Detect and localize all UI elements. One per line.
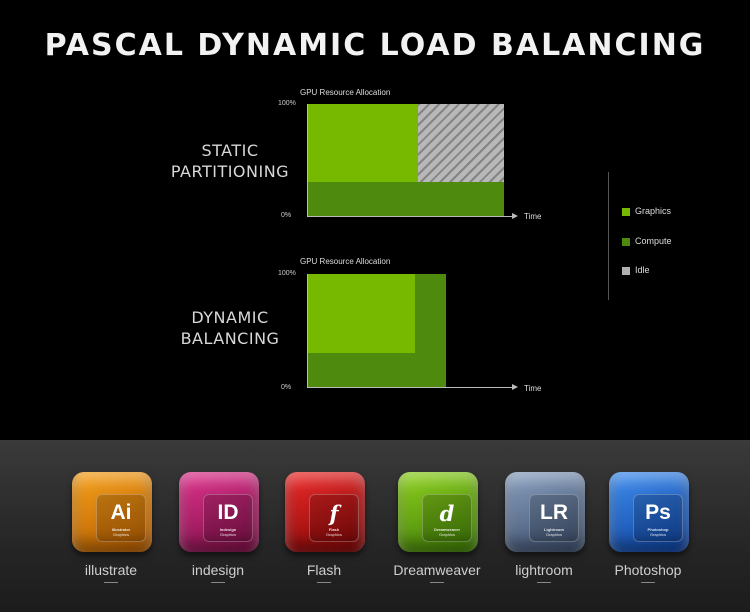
legend-divider (608, 172, 609, 300)
x-axis (307, 387, 513, 388)
x-axis-arrow (512, 213, 518, 219)
app-tile-dreamweaver[interactable]: d Dreamweaver Graphics Dreamweaver (382, 472, 492, 592)
icon-caption: Graphics (545, 532, 562, 537)
row-label-line: DYNAMIC (191, 308, 269, 327)
chart-title: GPU Resource Allocation (300, 257, 391, 266)
icon-glyph: f (329, 501, 339, 526)
legend-swatch (622, 238, 630, 246)
dreamweaver-icon[interactable]: d Dreamweaver Graphics (398, 472, 478, 552)
icon-face: ID Indesign Graphics (203, 494, 253, 542)
app-tile-illustrator[interactable]: Ai Illustrator Graphics illustrate (56, 472, 166, 592)
icon-caption: Illustrator (111, 527, 131, 532)
y-tick-label: 0% (281, 384, 292, 391)
icon-glyph: Ps (645, 501, 671, 524)
photoshop-icon[interactable]: Ps Photoshop Graphics (609, 472, 689, 552)
icon-glyph: d (439, 501, 455, 526)
plot-dynamic (308, 274, 514, 387)
y-tick-label: 100% (278, 270, 296, 277)
row-label-line: PARTITIONING (170, 162, 290, 181)
chart-title: GPU Resource Allocation (300, 88, 391, 97)
x-axis-label: Time (524, 384, 542, 393)
divider (211, 582, 225, 583)
icon-glyph: ID (217, 501, 239, 524)
lightroom-icon[interactable]: LR Lightroom Graphics (505, 472, 585, 552)
indesign-icon[interactable]: ID Indesign Graphics (179, 472, 259, 552)
row-label-line: BALANCING (180, 329, 280, 348)
app-label: Flash (306, 562, 342, 578)
icon-face: Ai Illustrator Graphics (96, 494, 146, 542)
illustrator-icon[interactable]: Ai Illustrator Graphics (72, 472, 152, 552)
row-label-line: STATIC (201, 141, 259, 160)
plot-static (308, 104, 504, 216)
divider (430, 582, 444, 583)
app-label: lightroom (515, 562, 573, 578)
page-title: PASCAL DYNAMIC LOAD BALANCING (44, 28, 706, 63)
icon-face: f Flash Graphics (309, 494, 359, 542)
divider (641, 582, 655, 583)
icon-caption: Photoshop (647, 527, 669, 532)
divider (537, 582, 551, 583)
y-tick-label: 0% (281, 212, 292, 219)
icon-face: d Dreamweaver Graphics (422, 494, 472, 542)
app-label: indesign (191, 562, 245, 578)
app-tile-flash[interactable]: f Flash Graphics Flash (269, 472, 379, 592)
flash-icon[interactable]: f Flash Graphics (285, 472, 365, 552)
y-axis (307, 274, 308, 388)
app-label: Photoshop (614, 562, 682, 578)
legend-swatch (622, 267, 630, 275)
divider (317, 582, 331, 583)
area-graphics (308, 274, 416, 354)
y-tick-label: 100% (278, 100, 296, 107)
app-label: illustrate (84, 562, 138, 578)
y-axis (307, 104, 308, 217)
legend-label: Idle (635, 265, 650, 275)
app-label: Dreamweaver (393, 562, 481, 578)
icon-caption: Graphics (112, 532, 129, 537)
app-tile-lightroom[interactable]: LR Lightroom Graphics lightroom (489, 472, 599, 592)
row-label-static: STATIC PARTITIONING (165, 140, 295, 182)
app-icon-strip: Ai Illustrator Graphics illustrate ID In… (0, 440, 750, 612)
icon-glyph: Ai (110, 501, 132, 524)
legend-swatch (622, 208, 630, 216)
divider (104, 582, 118, 583)
app-tile-indesign[interactable]: ID Indesign Graphics indesign (163, 472, 273, 592)
area-compute (308, 182, 504, 216)
icon-caption: Dreamweaver (433, 527, 461, 532)
icon-caption: Lightroom (544, 527, 564, 532)
icon-glyph: LR (540, 501, 568, 524)
legend-label: Graphics (635, 206, 672, 216)
icon-caption: Graphics (649, 532, 666, 537)
row-label-dynamic: DYNAMIC BALANCING (165, 307, 295, 349)
icon-caption: Flash (328, 527, 340, 532)
icon-face: Ps Photoshop Graphics (633, 494, 683, 542)
app-tile-photoshop[interactable]: Ps Photoshop Graphics Photoshop (593, 472, 703, 592)
legend-label: Compute (635, 236, 672, 246)
area-graphics (308, 104, 418, 183)
area-idle (417, 104, 504, 183)
icon-caption: Indesign (219, 527, 237, 532)
icon-caption: Graphics (325, 532, 342, 537)
x-axis-label: Time (524, 212, 542, 221)
x-axis (307, 216, 513, 217)
icon-face: LR Lightroom Graphics (529, 494, 579, 542)
x-axis-arrow (512, 384, 518, 390)
diagram-panel: PASCAL DYNAMIC LOAD BALANCING STATIC PAR… (44, 28, 706, 393)
icon-caption: Graphics (438, 532, 455, 537)
icon-caption: Graphics (219, 532, 236, 537)
